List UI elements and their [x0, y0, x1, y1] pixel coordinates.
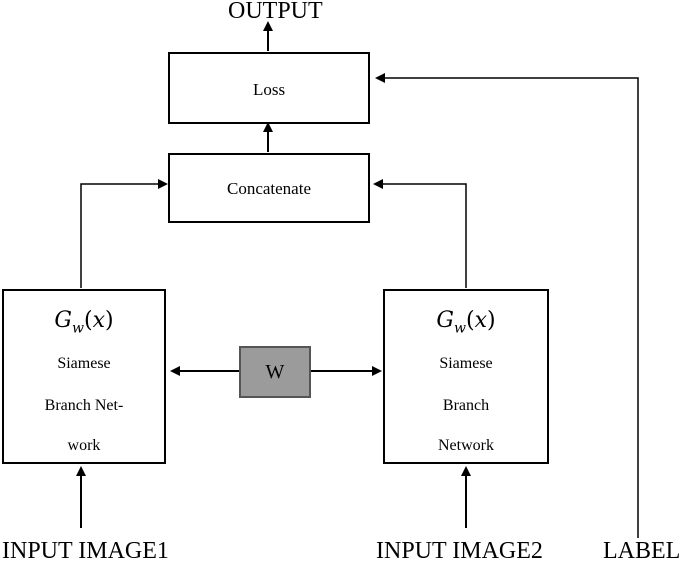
left-branch-line-3: work — [67, 437, 101, 454]
arrow-label-to-loss — [375, 73, 639, 538]
right-branch-line-2: Branch — [442, 397, 490, 414]
left-branch-line-2: Branch Net- — [44, 397, 124, 414]
left-siamese-branch-box: Gw(x) Siamese Branch Net- work — [2, 289, 166, 464]
left-branch-line-1: Siamese — [57, 355, 111, 372]
right-siamese-branch-box: Gw(x) Siamese Branch Network — [383, 289, 549, 464]
input-image2-label: INPUT IMAGE2 — [376, 538, 543, 564]
concatenate-box: Concatenate — [168, 153, 370, 223]
shared-weight-label: W — [265, 361, 285, 383]
label-input-label: LABEL — [603, 538, 681, 564]
concatenate-box-label: Concatenate — [226, 179, 311, 198]
output-label: OUTPUT — [228, 0, 323, 24]
arrow-right-branch-to-concat — [373, 179, 467, 288]
arrow-left-branch-to-concat — [80, 179, 168, 288]
input-image1-label: INPUT IMAGE1 — [2, 538, 169, 564]
left-branch-function-label: Gw(x) — [54, 308, 114, 337]
loss-box: Loss — [168, 52, 370, 124]
loss-box-label: Loss — [252, 80, 286, 99]
right-branch-function-label: Gw(x) — [436, 308, 496, 337]
right-branch-line-1: Siamese — [439, 355, 493, 372]
right-branch-line-3: Network — [438, 437, 494, 454]
shared-weight-box: W — [239, 346, 311, 398]
